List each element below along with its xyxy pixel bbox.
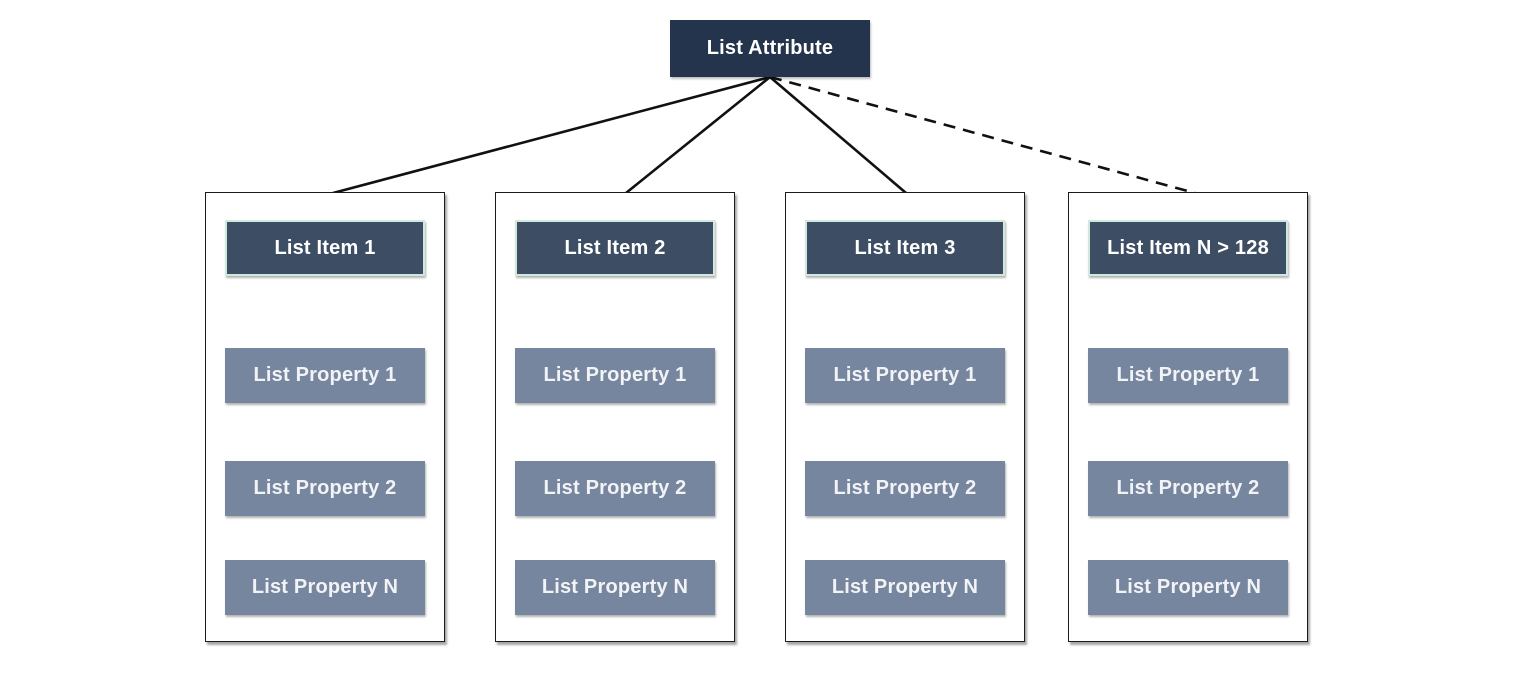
list-property-node: List Property 2	[805, 461, 1005, 516]
list-property-label: List Property N	[1114, 576, 1262, 598]
list-property-label: List Property 1	[833, 364, 977, 386]
list-property-node: List Property N	[805, 560, 1005, 615]
list-item-label: List Item 2	[564, 236, 666, 259]
list-property-label: List Property 1	[253, 364, 397, 386]
list-property-node: List Property 2	[515, 461, 715, 516]
list-item-node: List Item 1	[225, 220, 425, 276]
list-property-label: List Property 2	[253, 477, 397, 499]
list-property-node: List Property 1	[805, 348, 1005, 403]
connector-line-item-3	[769, 76, 907, 194]
list-property-node: List Property 1	[515, 348, 715, 403]
list-property-node: List Property N	[225, 560, 425, 615]
list-item-node: List Item 3	[805, 220, 1005, 276]
list-property-label: List Property 2	[543, 477, 687, 499]
list-property-label: List Property 1	[543, 364, 687, 386]
list-property-node: List Property 2	[225, 461, 425, 516]
list-item-node: List Item 2	[515, 220, 715, 276]
list-item-2-container: List Item 2 List Property 1 List Propert…	[495, 192, 735, 642]
list-property-label: List Property 2	[833, 477, 977, 499]
list-property-label: List Property N	[251, 576, 399, 598]
list-item-label: List Item N > 128	[1107, 236, 1269, 259]
list-item-label: List Item 3	[854, 236, 956, 259]
root-node-list-attribute: List Attribute	[670, 20, 870, 77]
list-property-label: List Property 2	[1116, 477, 1260, 499]
connector-line-item-n	[769, 75, 1196, 195]
list-property-label: List Property N	[541, 576, 689, 598]
list-property-node: List Property N	[515, 560, 715, 615]
list-property-label: List Property 1	[1116, 364, 1260, 386]
list-item-node: List Item N > 128	[1088, 220, 1288, 276]
list-item-label: List Item 1	[274, 236, 376, 259]
list-item-3-container: List Item 3 List Property 1 List Propert…	[785, 192, 1025, 642]
list-property-label: List Property N	[831, 576, 979, 598]
connector-line-item-1	[332, 75, 771, 195]
list-property-node: List Property 2	[1088, 461, 1288, 516]
connector-line-item-2	[625, 75, 771, 195]
list-property-node: List Property N	[1088, 560, 1288, 615]
root-node-label: List Attribute	[706, 37, 834, 59]
list-property-node: List Property 1	[1088, 348, 1288, 403]
list-item-1-container: List Item 1 List Property 1 List Propert…	[205, 192, 445, 642]
list-property-node: List Property 1	[225, 348, 425, 403]
list-item-n-container: List Item N > 128 List Property 1 List P…	[1068, 192, 1308, 642]
